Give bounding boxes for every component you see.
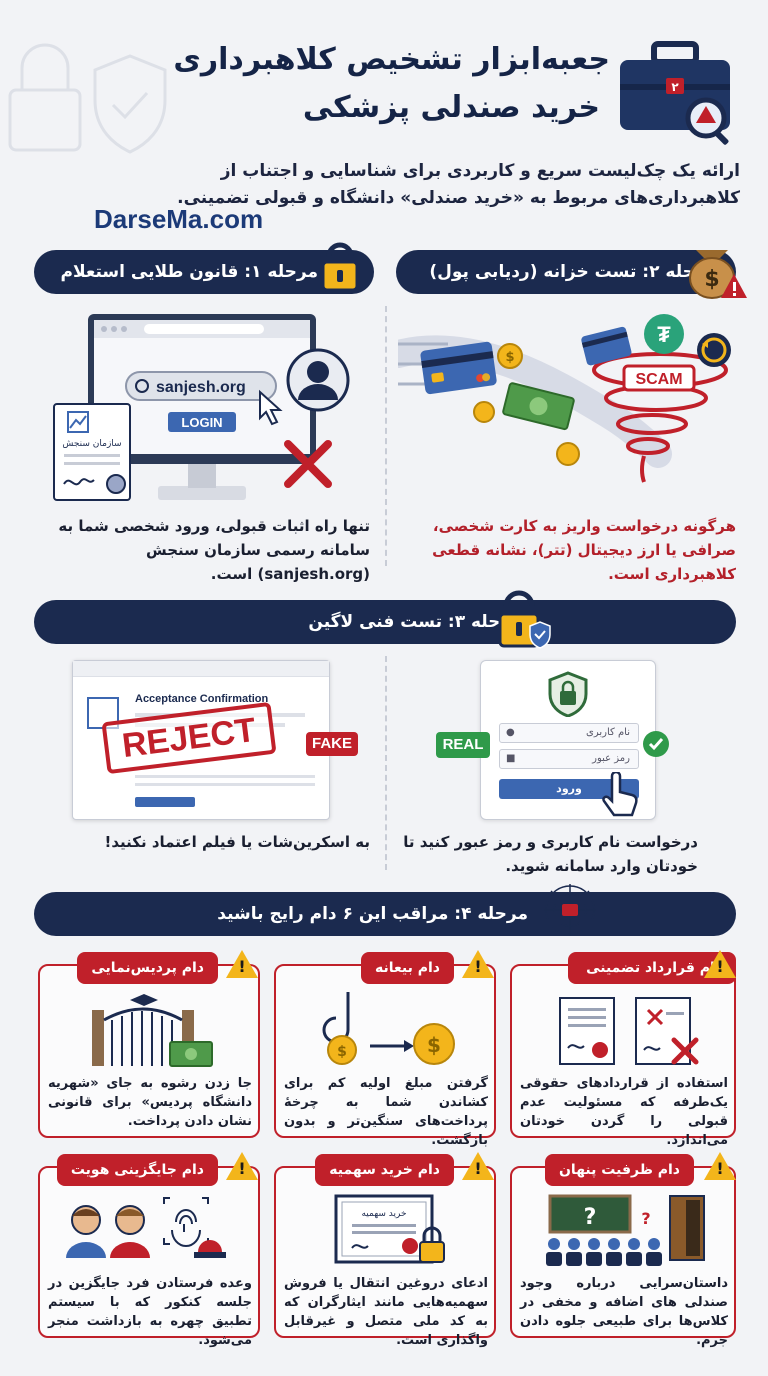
toolbox-badge-number: ۲ — [671, 80, 679, 94]
trap-text: وعده فرستادن فرد جایگزین در جلسه کنکور ک… — [48, 1276, 252, 1348]
trap-card-deposit: دام بیعانه — [274, 952, 496, 1138]
step1-caption: تنها راه اثبات قبولی، ورود شخصی شما به س… — [58, 517, 370, 583]
divider-step1-2 — [385, 306, 387, 566]
step3-title: مرحله ۳: تست فنی لاگین — [308, 612, 522, 632]
trap-title: دام جایگزینی هویت — [56, 1154, 218, 1186]
real-caption: درخواست نام کاربری و رمز عبور کنید تا خو… — [403, 833, 698, 875]
contract-documents-icon — [559, 997, 699, 1065]
username-field[interactable]: نام کاربری ● — [499, 723, 639, 743]
trap-title: دام پردیس‌نمایی — [77, 952, 218, 984]
real-badge: REAL — [436, 732, 490, 758]
intro-text: ارائه یک چک‌لیست سریع و کاربردی برای شنا… — [177, 161, 740, 208]
spider-web-icon — [544, 884, 596, 936]
watermark-lock-icon — [8, 43, 167, 154]
trap-card-campus: دام پردیس‌نمایی — [38, 952, 260, 1138]
money-tornado-illustration: $ SCAM ₮ — [398, 314, 731, 483]
svg-text:?: ? — [641, 1209, 650, 1228]
lock-shield-icon — [498, 590, 551, 649]
svg-text:?: ? — [584, 1205, 597, 1230]
step2-caption: هرگونه درخواست واریز به کارت شخصی، صرافی… — [432, 517, 736, 583]
url-text: sanjesh.org — [156, 379, 246, 396]
warning-icon: ! — [462, 950, 494, 980]
page-title-line1: جعبه‌ابزار تشخیص کلاهبرداری — [173, 42, 610, 77]
step4-header: مرحله ۴: مراقب این ۶ دام رایج باشید — [34, 892, 736, 936]
trap-text: استفاده از قراردادهای حقوقی یک‌طرفه که م… — [520, 1076, 728, 1148]
step3-header: مرحله ۳: تست فنی لاگین — [34, 600, 736, 644]
money-bag-warning-icon: $ — [689, 250, 747, 299]
username-placeholder: نام کاربری — [586, 727, 630, 738]
step4-title: مرحله ۴: مراقب این ۶ دام رایج باشید — [217, 904, 528, 924]
svg-text:$: $ — [505, 350, 514, 365]
warning-icon: ! — [704, 1152, 736, 1182]
pointer-hand-icon — [602, 772, 638, 817]
trap-title: دام ظرفیت پنهان — [544, 1154, 694, 1186]
svg-text:$: $ — [427, 1033, 441, 1057]
divider-step3 — [385, 656, 387, 870]
trap-text: گرفتن مبلغ اولیه کم برای کشاندن شما به چ… — [284, 1076, 488, 1148]
check-circle-icon — [643, 731, 669, 757]
doc-label: سازمان سنجش — [62, 439, 121, 449]
login-button-label: LOGIN — [181, 415, 222, 430]
site-name: DarseMa.com — [94, 204, 264, 234]
step2-title: مرحله ۲: تست خزانه (ردیابی پول) — [429, 262, 716, 282]
padlock-icon — [321, 242, 359, 292]
warning-icon: ! — [704, 950, 736, 980]
enter-button[interactable]: ورود — [499, 779, 639, 799]
lock-small-icon: ■ — [506, 753, 516, 764]
trap-title: دام بیعانه — [361, 952, 454, 984]
fake-doc-title: Acceptance Confirmation — [135, 693, 269, 705]
shield-lock-icon — [548, 671, 588, 717]
classroom-door-icon: ? ? — [546, 1194, 705, 1266]
identity-swap-icon — [66, 1197, 226, 1258]
trap-text: ادعای دروغین انتقال یا فروش سهمیه‌هایی م… — [284, 1276, 488, 1348]
scam-label: SCAM — [635, 371, 682, 388]
page-title-line2: خرید صندلی پزشکی — [302, 90, 600, 125]
trap-title: دام خرید سهمیه — [315, 1154, 454, 1186]
svg-text:$: $ — [337, 1044, 347, 1060]
campus-gate-money-icon — [92, 994, 213, 1067]
hook-coins-icon: $ $ — [322, 992, 455, 1065]
quota-certificate-icon: خرید سهمیه — [334, 1194, 445, 1264]
step1-header: مرحله ۱: قانون طلایی استعلام — [34, 250, 374, 294]
password-field[interactable]: رمز عبور ■ — [499, 749, 639, 769]
trap-text: جا زدن رشوه به جای «شهریه دانشگاه پردیس»… — [48, 1076, 252, 1129]
password-placeholder: رمز عبور — [592, 753, 630, 764]
fake-badge: FAKE — [306, 732, 358, 756]
warning-icon: ! — [226, 950, 258, 980]
svg-text:₮: ₮ — [657, 322, 671, 347]
step1-title: مرحله ۱: قانون طلایی استعلام — [60, 262, 319, 282]
trap-text: داستان‌سرایی درباره وجود صندلی های اضافه… — [520, 1276, 728, 1348]
warning-icon: ! — [226, 1152, 258, 1182]
fake-caption: به اسکرین‌شات یا فیلم اعتماد نکنید! — [104, 833, 370, 851]
monitor-login-illustration: sanjesh.org LOGIN سازمان سنجش — [53, 314, 350, 501]
trap-card-contract: دام قرارداد تضمینی — [510, 952, 736, 1138]
toolbox-icon: ۲ — [620, 41, 730, 145]
certificate-label: خرید سهمیه — [361, 1209, 406, 1219]
svg-text:$: $ — [704, 267, 719, 292]
warning-icon: ! — [462, 1152, 494, 1182]
user-icon: ● — [506, 727, 515, 738]
